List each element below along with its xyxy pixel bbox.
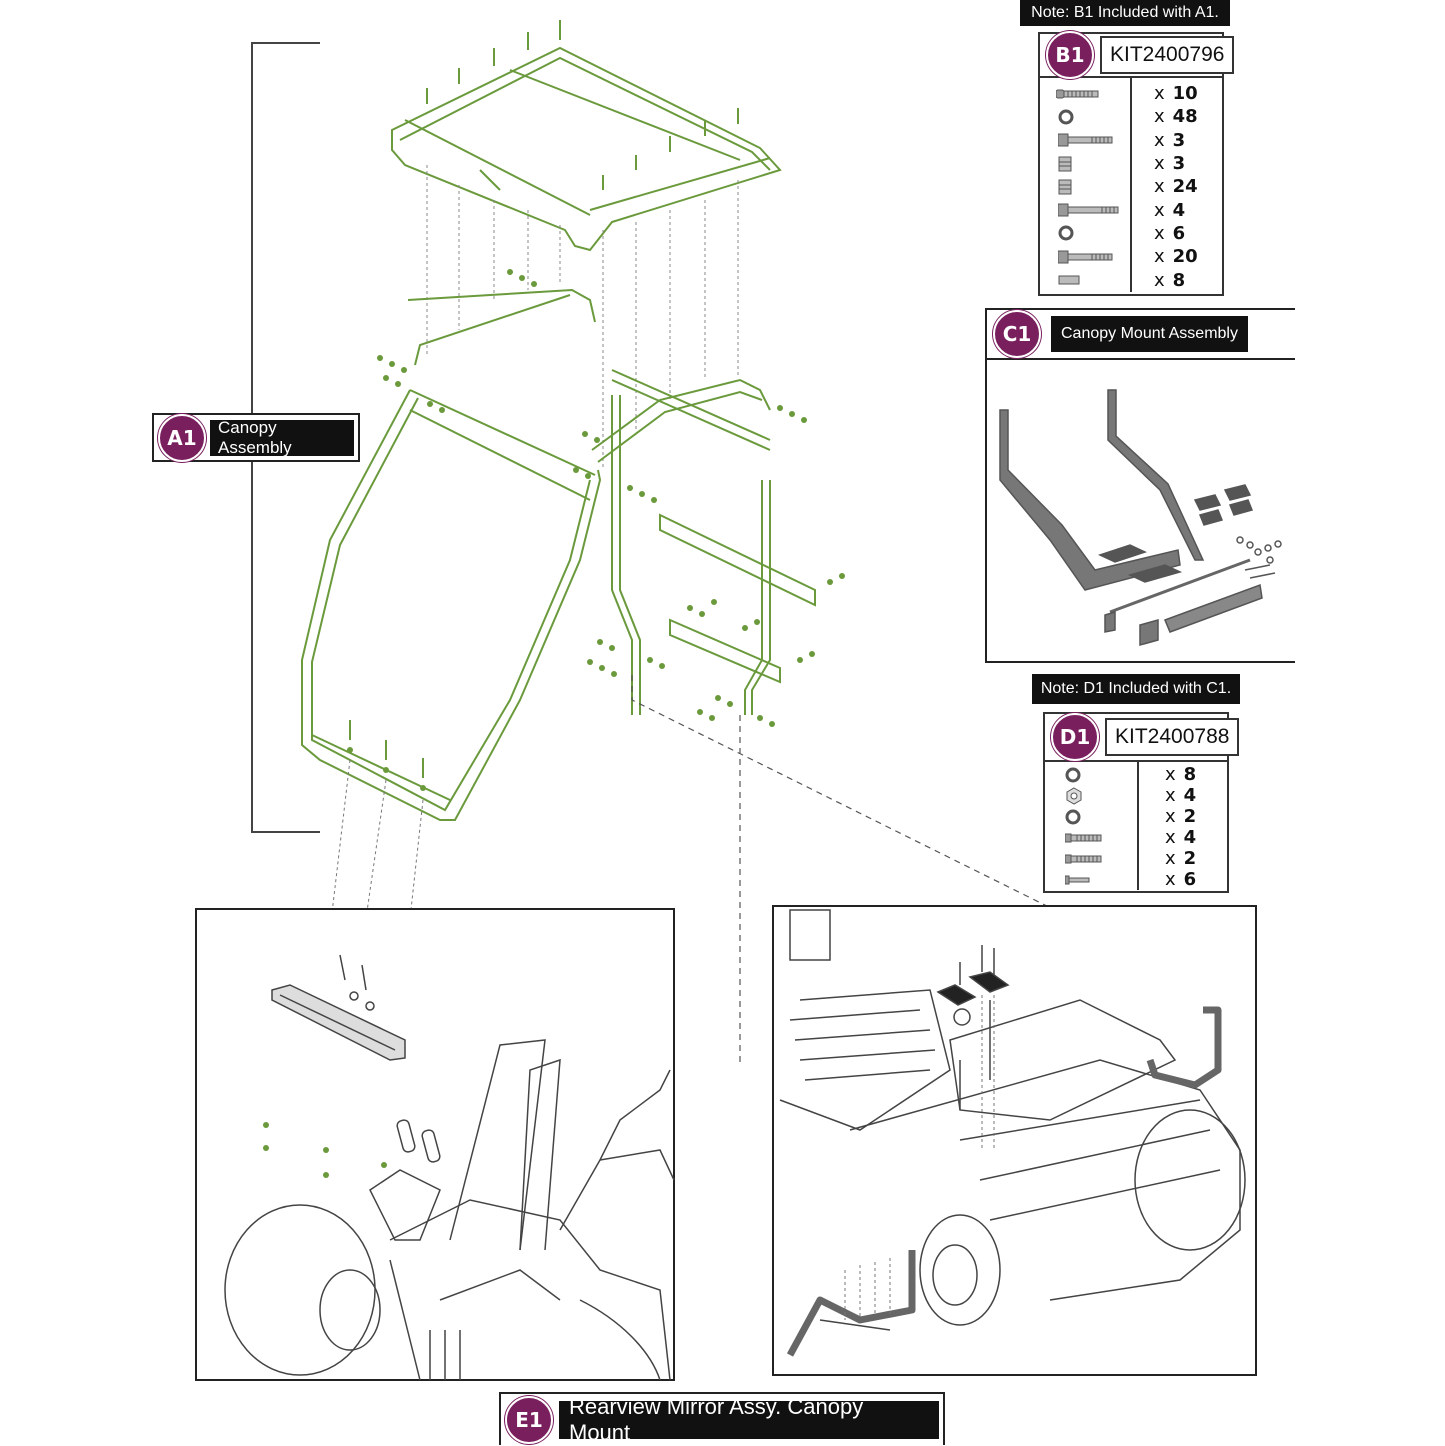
hex-nut-icon	[1066, 786, 1082, 805]
e1-badge: E1	[505, 1395, 553, 1444]
d1-qty: 4	[1183, 827, 1197, 848]
b1-qty: 4	[1172, 199, 1186, 221]
canopy-roof	[391, 46, 782, 252]
b1-note: Note: B1 Included with A1.	[1020, 0, 1230, 26]
inset-seat-dashes	[844, 995, 995, 1320]
d1-qty: 4	[1183, 785, 1197, 806]
roof-screws	[426, 20, 739, 190]
c1-label: Canopy Mount Assembly	[1051, 316, 1248, 352]
c1-parts	[999, 389, 1282, 646]
d1-icon-column	[1045, 762, 1139, 890]
b1-qty: 3	[1172, 153, 1186, 175]
d1-kit-header: D1 KIT2400788	[1045, 713, 1240, 762]
a1-label: Canopy Assembly	[210, 418, 354, 457]
b1-badge: B1	[1046, 31, 1094, 79]
e1-label: Rearview Mirror Assy. Canopy Mount	[559, 1394, 939, 1445]
b1-qty: 24	[1172, 176, 1198, 198]
roof-drop-lines	[426, 165, 739, 470]
b1-icon-column	[1040, 78, 1132, 292]
b1-kit-header: B1 KIT2400796	[1040, 31, 1235, 79]
nut-icon	[1058, 179, 1072, 195]
b1-qty: 48	[1172, 106, 1198, 128]
inset-mirror-mount	[195, 908, 675, 1381]
a1-callout: A1 Canopy Assembly	[152, 413, 360, 462]
b1-qty: 20	[1172, 246, 1198, 268]
washer-icon	[1058, 225, 1074, 241]
spacer-icon	[1058, 275, 1080, 285]
inset-seat-mount	[772, 905, 1257, 1376]
b1-kit-number: KIT2400796	[1100, 36, 1235, 74]
b1-qty: 6	[1172, 222, 1186, 244]
c1-header: C1 Canopy Mount Assembly	[987, 310, 1295, 360]
windshield-screws	[349, 720, 424, 778]
b1-qty: 8	[1172, 269, 1186, 291]
d1-qty: 6	[1183, 869, 1197, 890]
screw-icon	[1065, 833, 1102, 842]
washer-icon	[1058, 109, 1074, 125]
c1-badge: C1	[993, 310, 1041, 358]
bolt-icon	[1058, 250, 1113, 264]
d1-badge: D1	[1051, 713, 1099, 761]
screw-icon	[1065, 854, 1102, 863]
d1-qty: 2	[1183, 848, 1197, 869]
washer-icon	[1065, 767, 1081, 782]
pin-icon	[1065, 875, 1090, 884]
e1-callout: E1 Rearview Mirror Assy. Canopy Mount	[499, 1392, 945, 1445]
windshield-frame	[301, 288, 602, 821]
a1-badge: A1	[158, 413, 206, 462]
b1-qty: 10	[1172, 83, 1198, 105]
d1-kit-number: KIT2400788	[1105, 718, 1240, 756]
bolt-icon	[1058, 133, 1113, 147]
washer-icon	[1065, 809, 1081, 824]
long-bolt-icon	[1058, 203, 1119, 217]
inset-mirror-dots	[263, 1122, 387, 1178]
nut-icon	[1058, 156, 1072, 172]
screw-icon	[1056, 89, 1099, 99]
rear-crossbars	[659, 513, 816, 684]
frame-hardware	[347, 269, 845, 791]
rear-canopy-frame	[591, 369, 771, 715]
d1-qty: 2	[1183, 806, 1197, 827]
c1-callout: C1 Canopy Mount Assembly	[985, 308, 1295, 663]
b1-qty: 3	[1172, 129, 1186, 151]
d1-qty: 8	[1183, 764, 1197, 785]
d1-note: Note: D1 Included with C1.	[1032, 674, 1240, 704]
